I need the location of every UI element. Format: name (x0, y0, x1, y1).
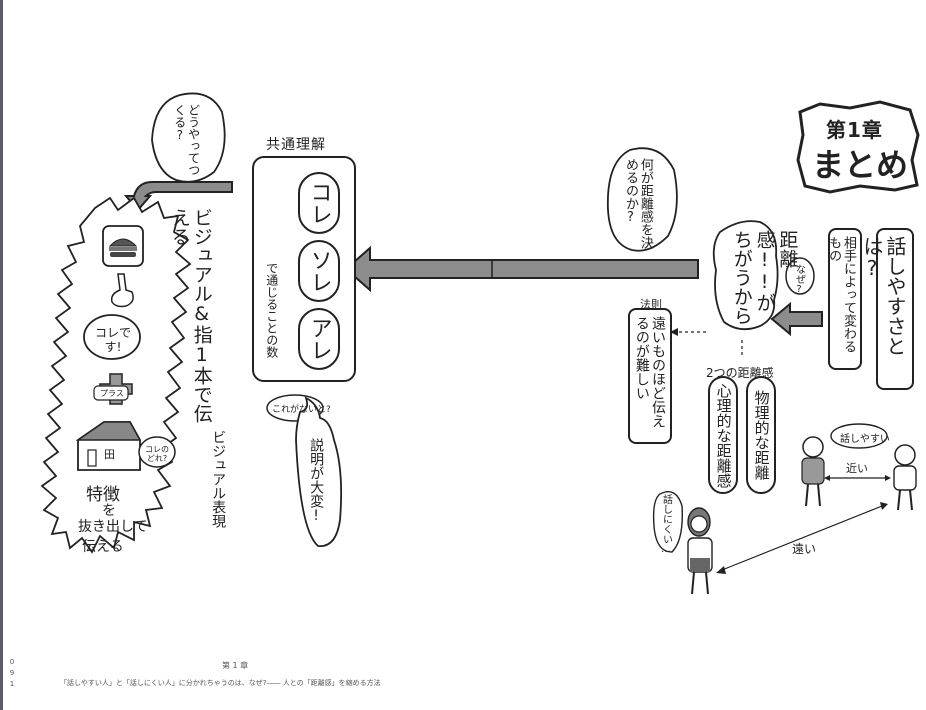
reason-bubble (712, 220, 779, 331)
this-one-bubble (83, 314, 141, 360)
person-left-icon (801, 436, 825, 507)
far-text: 遠い (792, 542, 817, 556)
changes-box: 相手によって変わるもの (826, 228, 862, 370)
question-box: 話しやすさとは? (860, 228, 914, 390)
this-one-text: コレです! (94, 326, 131, 355)
psychological-pill: 心理的な距離感 (708, 376, 738, 494)
feature-line-3: 抜き出して (78, 519, 148, 535)
footer-chapter: 第 1 章 (222, 661, 249, 670)
house-sign: 田 (104, 448, 115, 461)
summary-title: まとめ (812, 146, 909, 184)
common-understanding-label: 共通理解 (266, 137, 326, 153)
easy-bubble (830, 423, 888, 449)
page-edge (0, 0, 3, 710)
person-right-icon (893, 444, 917, 511)
feature-line-2: を (102, 503, 116, 519)
law-box: 遠いものほど伝えるのが難しい (628, 308, 672, 444)
physical-pill: 物理的な距離 (746, 376, 776, 494)
pointing-finger-icon (110, 273, 134, 308)
house-icon (75, 421, 142, 471)
hard-text: 説明が大変! (308, 438, 325, 524)
why-bubble (785, 257, 815, 295)
word-kore: コレ (298, 172, 340, 234)
title-frame (796, 100, 920, 194)
big-arrow (344, 245, 699, 293)
law-label: 法則 (640, 298, 662, 311)
bent-arrow (123, 181, 233, 212)
chapter-label: 第1章 (826, 118, 883, 142)
person-bottom-icon (687, 507, 713, 595)
close-text: 近い (846, 462, 868, 475)
feature-line-4: 伝える (82, 539, 124, 555)
hard-talk-bubble (652, 491, 683, 553)
which-text: コレのどれ? (145, 445, 169, 463)
visual-fingers-text: ビジュアル&指1本で伝える (168, 208, 213, 423)
without-text: これがないと? (272, 405, 331, 415)
page-number: 0 9 1 (9, 658, 15, 688)
reason-text: 距離感!!がちがうから (730, 230, 799, 325)
what-decides-bubble (606, 147, 678, 252)
word-are: アレ (298, 308, 340, 370)
count-label: で通じることの数 (264, 262, 279, 358)
how-text: どうやってつくる? (172, 104, 201, 176)
plus-text: プラス (100, 389, 124, 398)
hard-bubble (295, 396, 343, 547)
small-arrow (770, 301, 823, 337)
hard-talk-text: 話しにくい… (660, 494, 672, 555)
easy-text: 話しやすい (840, 434, 890, 445)
why-text: なぜ? (793, 264, 805, 295)
visual-expression-text: ビジュアル表現 (210, 430, 227, 528)
feature-line-1: 特徴 (86, 485, 120, 505)
which-bubble (138, 436, 176, 468)
what-decides-text: 何が距離感を決めるのか? (622, 158, 653, 249)
word-sore: ソレ (298, 240, 340, 302)
how-bubble (151, 92, 226, 183)
footer-book-title: 「話しやすい人」と「話しにくい人」に分かれちゃうのは、なぜ?―― 人との「距離感… (60, 679, 381, 687)
